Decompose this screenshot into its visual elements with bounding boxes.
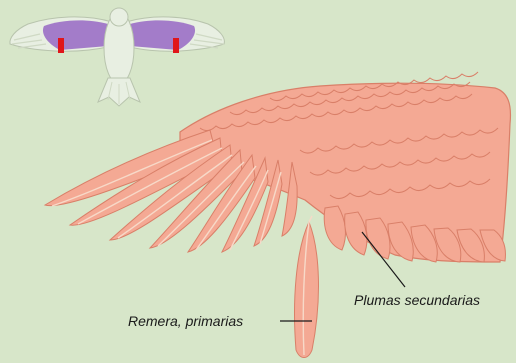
- secondary-feathers-label: Plumas secundarias: [354, 292, 480, 308]
- primary-feather-detached: [295, 216, 319, 358]
- red-marker-left: [58, 38, 64, 53]
- bird-silhouette-icon: [10, 8, 224, 106]
- red-marker-right: [173, 38, 179, 53]
- primary-feather-label: Remera, primarias: [128, 313, 243, 329]
